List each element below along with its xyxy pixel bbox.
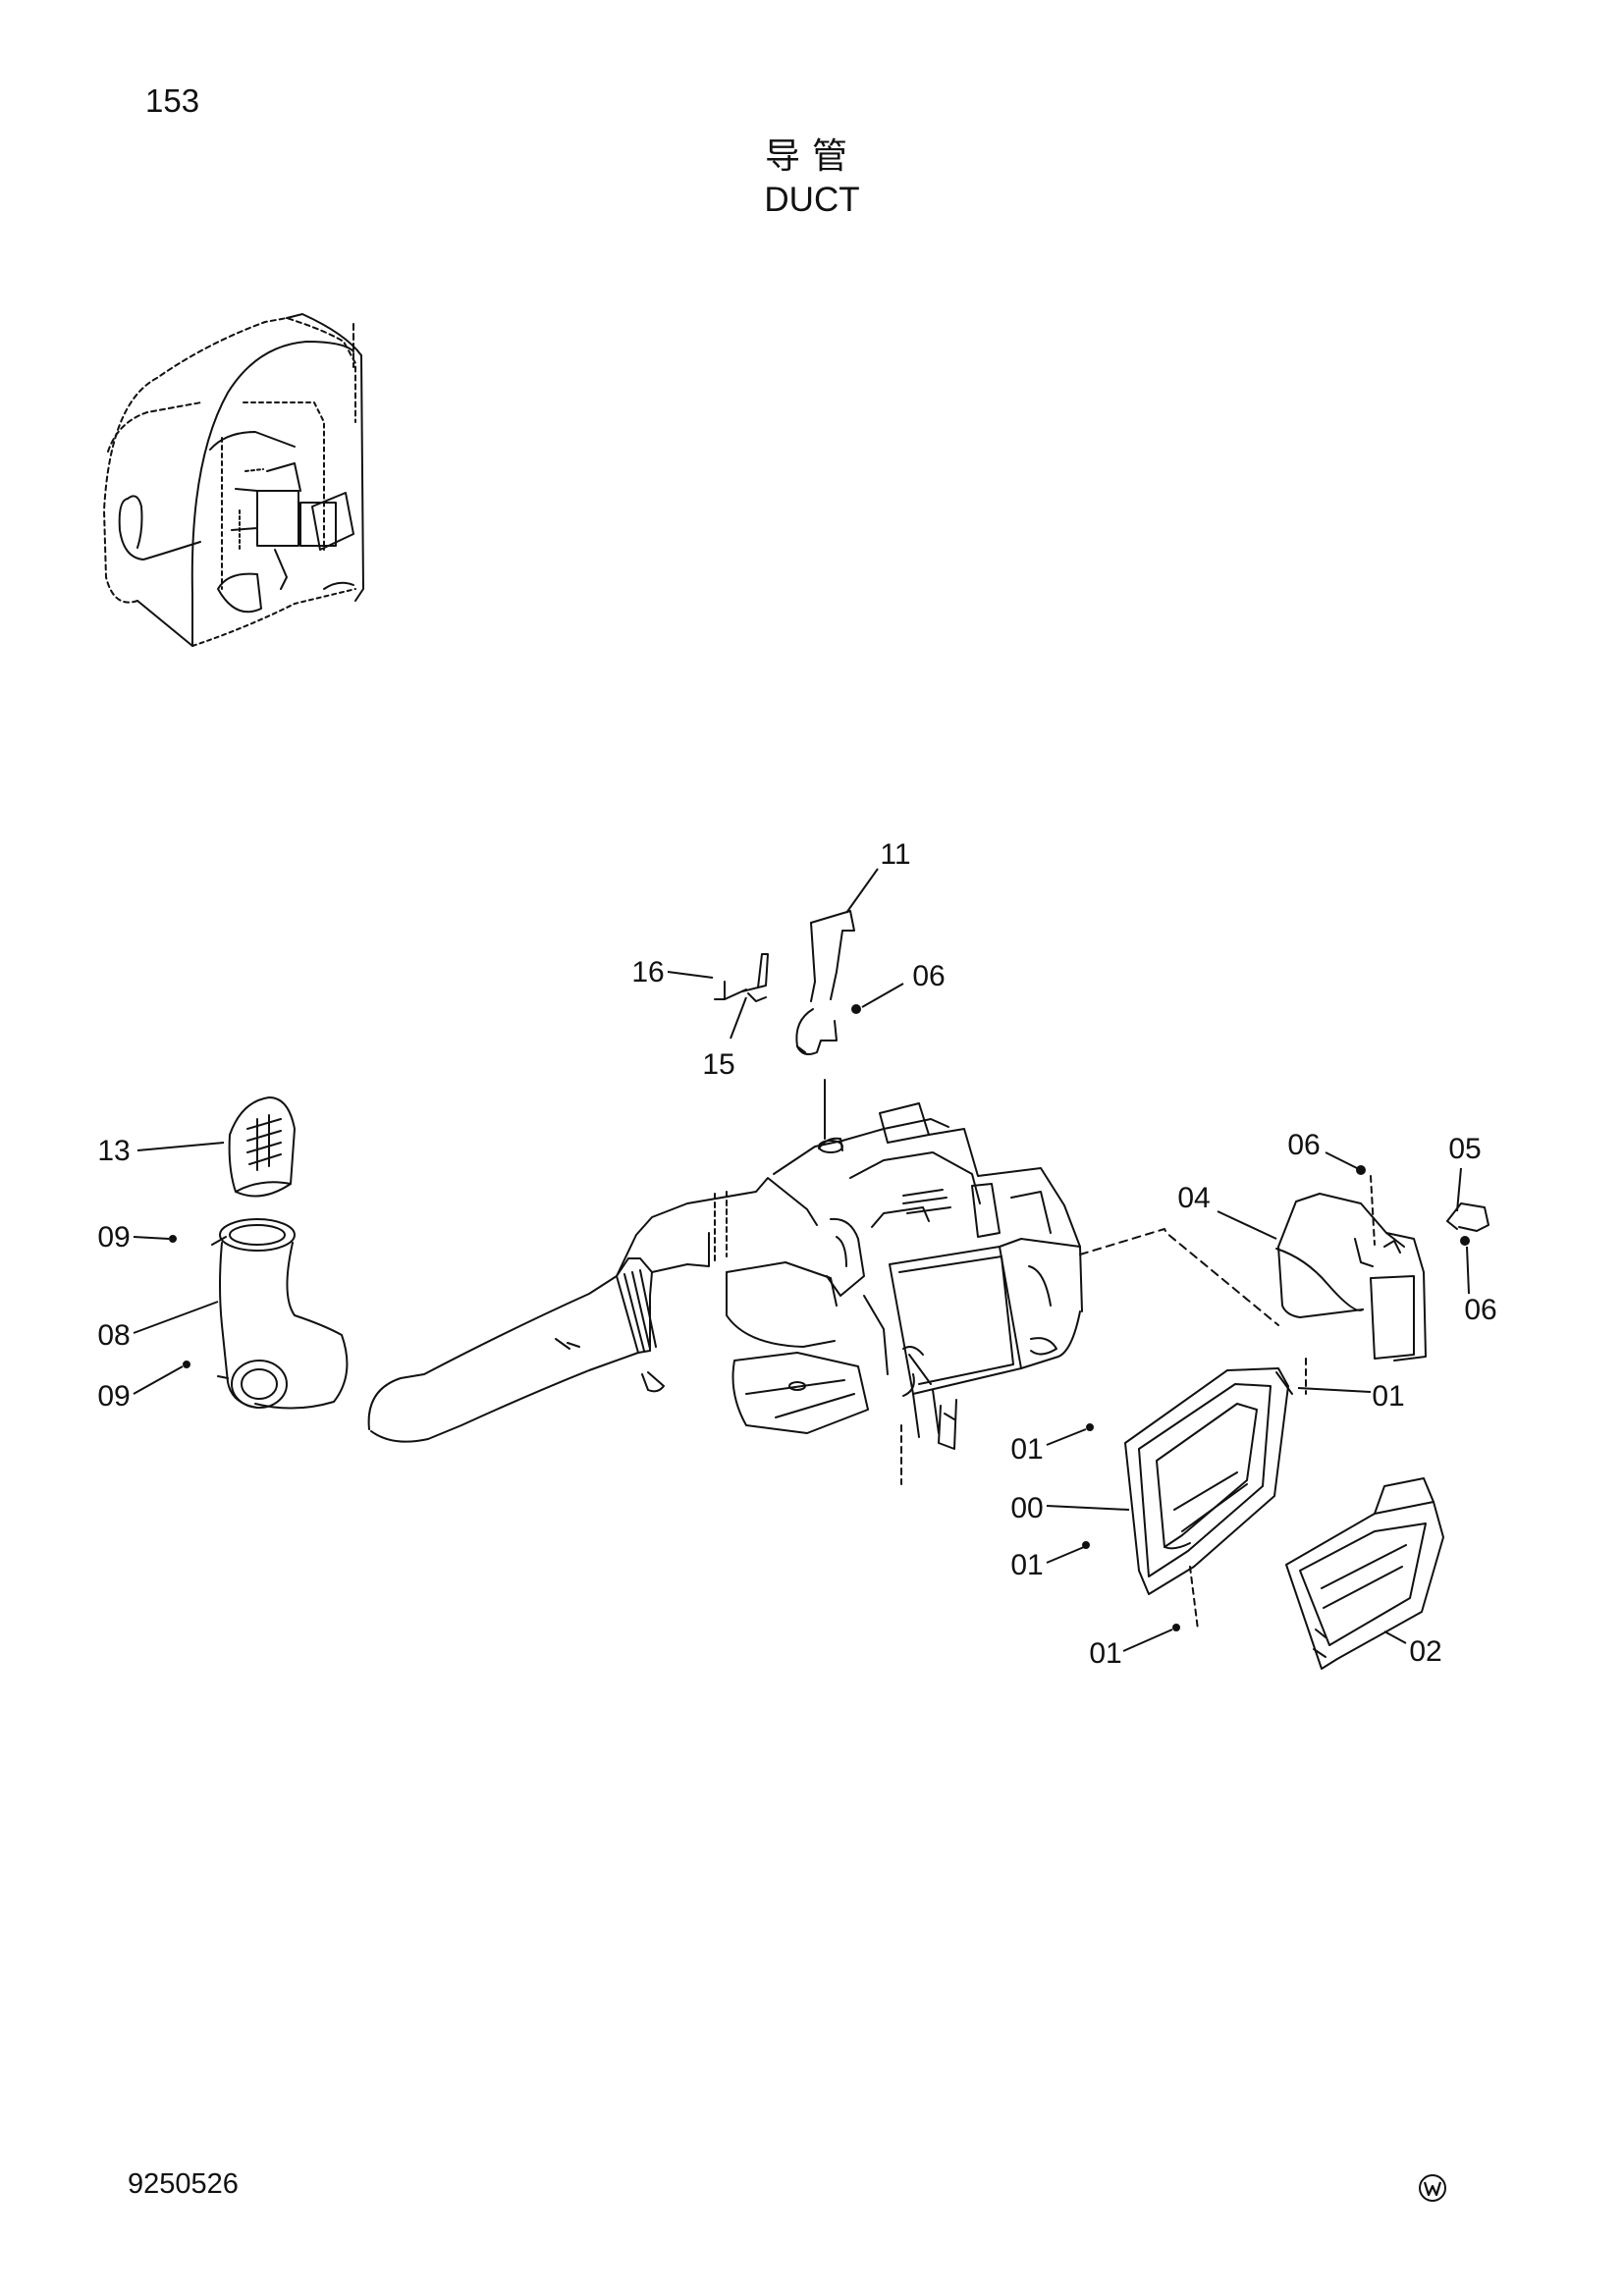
part-02-filter	[1285, 1477, 1444, 1670]
callout-09-upper: 09	[97, 1221, 130, 1254]
callout-05: 05	[1448, 1133, 1481, 1165]
document-number: 9250526	[128, 2168, 239, 2200]
screw-parts	[169, 1004, 1470, 1631]
callout-01-upper: 01	[1010, 1433, 1043, 1466]
callout-02: 02	[1409, 1635, 1441, 1668]
part-13-vent-nozzle	[228, 1096, 296, 1198]
callout-01-bottom: 01	[1089, 1637, 1121, 1670]
part-15-bracket	[714, 953, 769, 1002]
page-title: DUCT	[764, 181, 860, 219]
part-11-upper-duct	[795, 910, 855, 1055]
callout-00: 00	[1010, 1492, 1043, 1524]
part-04-side-duct	[1275, 1193, 1427, 1362]
callout-04: 04	[1177, 1182, 1210, 1214]
callout-06-upper: 06	[912, 960, 945, 992]
part-08-elbow-duct	[211, 1218, 349, 1410]
heater-unit-assembly	[726, 1102, 1083, 1485]
callout-01-mid: 01	[1010, 1549, 1043, 1581]
part-05-bracket	[1446, 1202, 1489, 1232]
callout-06-side: 06	[1287, 1129, 1320, 1161]
callout-11: 11	[880, 838, 910, 871]
manufacturer-logo-icon	[1419, 2174, 1446, 2202]
callout-01-right: 01	[1372, 1380, 1404, 1413]
callout-16: 16	[631, 956, 664, 988]
main-air-duct	[367, 1177, 818, 1443]
part-00-filter-frame	[1124, 1367, 1293, 1595]
cab-overview-illustration	[103, 313, 364, 647]
callout-06-lower: 06	[1464, 1294, 1496, 1326]
callout-15: 15	[702, 1048, 734, 1081]
page-number: 153	[145, 82, 200, 119]
callout-13: 13	[97, 1135, 130, 1167]
callout-08: 08	[97, 1319, 130, 1352]
callout-09-lower: 09	[97, 1380, 130, 1413]
page-title-chinese: 导管	[764, 136, 859, 177]
